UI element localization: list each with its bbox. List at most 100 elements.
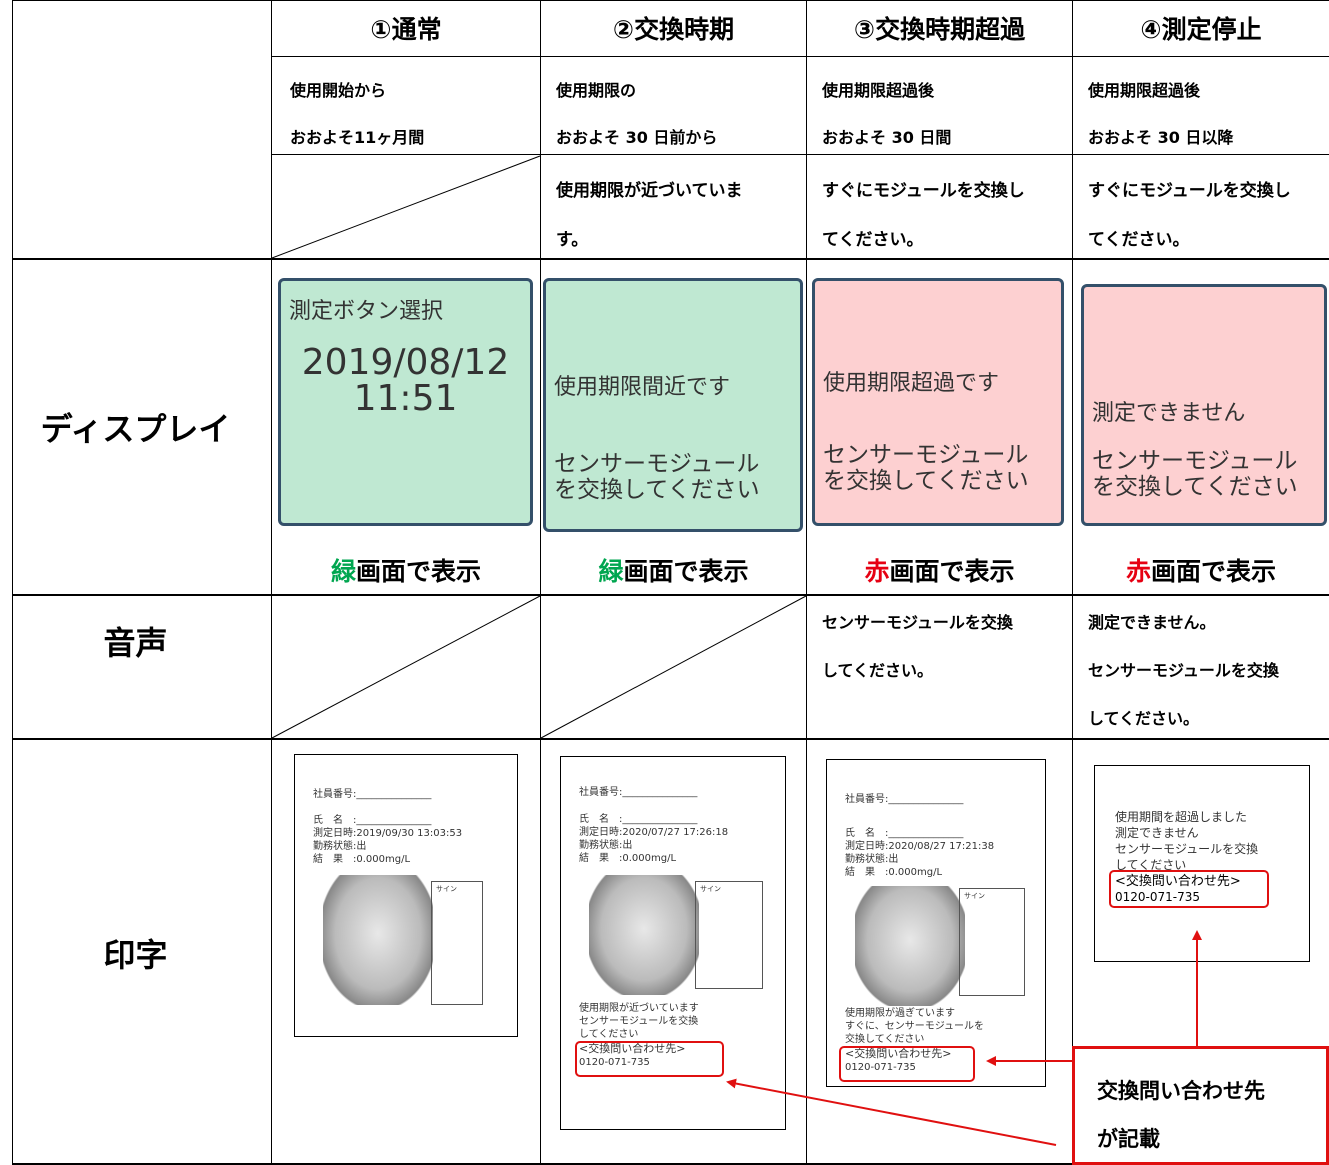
slip-status: 勤務状態:出: [579, 840, 633, 851]
slip-msg2: 測定できません: [1115, 826, 1199, 840]
grid-line-col1: [271, 0, 272, 1165]
message-4-line2: てください。: [1088, 230, 1190, 250]
screen-line2: センサーモジュール: [823, 442, 1029, 468]
message-2-line2: す。: [556, 230, 589, 250]
grid-line-period-bottom: [272, 154, 1329, 155]
slip-msg1: 使用期間を超過しました: [1115, 810, 1248, 824]
face-photo: [855, 886, 965, 1006]
slip-name: 氏 名 :_______________: [579, 814, 698, 825]
screen-title: 測定ボタン選択: [289, 299, 444, 324]
callout-line1: 交換問い合わせ先: [1097, 1079, 1265, 1103]
slip-msg2: すぐに、センサーモジュールを: [845, 1021, 984, 1032]
period-2-line2: おおよそ 30 日前から: [556, 128, 718, 147]
grid-line-row2: [12, 594, 1329, 596]
period-2-line1: 使用期限の: [556, 81, 637, 100]
contact-highlight-box: [839, 1046, 975, 1082]
slip-phone: 0120-071-735: [845, 1062, 916, 1073]
period-3-line2: おおよそ 30 日間: [822, 128, 952, 147]
slip-sign-box: サイン: [695, 881, 763, 989]
screen-line3: を交換してください: [1092, 474, 1298, 500]
screen-line1: 使用期限超過です: [823, 371, 1000, 396]
row-label-display: ディスプレイ: [40, 410, 231, 448]
screen-line2: センサーモジュール: [554, 451, 760, 477]
slip-contact: <交換問い合わせ先>: [1115, 874, 1241, 889]
message-2-line1: 使用期限が近づいていま: [556, 181, 743, 201]
row-label-print: 印字: [103, 935, 168, 974]
caption-rest: 画面で表示: [356, 557, 482, 586]
caption-red-3: 赤画面で表示: [807, 550, 1072, 590]
display-screen-replace-period: 使用期限間近です センサーモジュール を交換してください: [543, 278, 803, 532]
slip-msg3: センサーモジュールを交換: [1115, 842, 1259, 856]
grid-line-row1: [12, 258, 1329, 260]
voice-3-line1: センサーモジュールを交換: [822, 613, 1013, 632]
caption-rest: 画面で表示: [1151, 557, 1277, 586]
slip-msg4: してください: [1115, 858, 1187, 872]
period-1-line1: 使用開始から: [290, 81, 387, 100]
caption-rest: 画面で表示: [889, 557, 1015, 586]
slip-result: 結 果 :0.000mg/L: [845, 867, 943, 878]
slip-msg1: 使用期限が近づいています: [579, 1003, 699, 1014]
slip-phone: 0120-071-735: [579, 1057, 650, 1068]
slip-msg3: してください: [579, 1029, 639, 1040]
header-measure-stop: ④測定停止: [1140, 15, 1262, 44]
screen-line3: を交換してください: [823, 468, 1029, 494]
grid-line-col2: [540, 0, 541, 1165]
print-slip-replace-period: 社員番号:_______________ 氏 名 :______________…: [560, 756, 786, 1130]
slip-msg1: 使用期限が過ぎています: [845, 1008, 955, 1019]
slip-msg3: 交換してください: [845, 1034, 925, 1045]
header-replace-period: ②交換時期: [612, 15, 735, 44]
slip-result: 結 果 :0.000mg/L: [313, 854, 411, 865]
grid-line-col3: [806, 0, 807, 1165]
row-label-voice: 音声: [103, 624, 168, 662]
screen-line3: を交換してください: [554, 477, 760, 503]
caption-color-word: 緑: [598, 557, 624, 586]
voice-4-line1: 測定できません。: [1088, 613, 1216, 632]
slip-phone: 0120-071-735: [1115, 890, 1201, 904]
grid-line-top: [12, 0, 1329, 1]
period-1-line2: おおよそ11ヶ月間: [290, 128, 425, 147]
display-screen-measure-stop: 測定できません センサーモジュール を交換してください: [1081, 284, 1327, 526]
message-3-line1: すぐにモジュールを交換し: [822, 181, 1025, 201]
slip-msg2: センサーモジュールを交換: [579, 1016, 699, 1027]
voice-4-line3: してください。: [1088, 709, 1200, 728]
grid-line-col4: [1072, 0, 1073, 1165]
slip-datetime: 測定日時:2020/08/27 17:21:38: [845, 841, 995, 852]
slip-employee-no: 社員番号:_______________: [579, 787, 698, 798]
display-screen-replace-exceeded: 使用期限超過です センサーモジュール を交換してください: [812, 278, 1064, 526]
screen-line1: 使用期限間近です: [554, 375, 731, 400]
message-3-line2: てください。: [822, 230, 924, 250]
contact-highlight-box: [1109, 870, 1269, 908]
face-photo: [589, 875, 699, 995]
face-photo: [323, 875, 433, 1005]
slip-contact: <交換問い合わせ先>: [845, 1047, 952, 1060]
contact-highlight-box: [575, 1041, 724, 1077]
slip-name: 氏 名 :_______________: [845, 828, 964, 839]
screen-line1: 測定できません: [1092, 401, 1246, 426]
period-4-line1: 使用期限超過後: [1088, 81, 1201, 100]
voice-3-line2: してください。: [822, 661, 934, 680]
slip-employee-no: 社員番号:_______________: [845, 794, 964, 805]
print-slip-normal: 社員番号:_______________ 氏 名 :______________…: [294, 754, 518, 1037]
slip-contact: <交換問い合わせ先>: [579, 1042, 686, 1055]
grid-line-left: [12, 0, 13, 1165]
header-replace-exceeded: ③交換時期超過: [853, 15, 1026, 44]
caption-red-4: 赤画面で表示: [1073, 550, 1329, 590]
slip-sign-box: サイン: [431, 881, 483, 1005]
grid-line-row3: [12, 738, 1329, 740]
contact-callout-box: 交換問い合わせ先 が記載: [1072, 1046, 1329, 1165]
period-3-line1: 使用期限超過後: [822, 81, 935, 100]
caption-rest: 画面で表示: [623, 557, 749, 586]
caption-green-1: 緑画面で表示: [272, 550, 540, 590]
slip-status: 勤務状態:出: [313, 841, 367, 852]
callout-line2: が記載: [1097, 1127, 1160, 1151]
slip-status: 勤務状態:出: [845, 854, 899, 865]
screen-time: 11:51: [353, 378, 458, 419]
caption-green-2: 緑画面で表示: [541, 550, 806, 590]
caption-color-word: 赤: [864, 557, 890, 586]
header-normal: ①通常: [370, 15, 442, 44]
slip-datetime: 測定日時:2019/09/30 13:03:53: [313, 828, 463, 839]
caption-color-word: 赤: [1125, 557, 1151, 586]
slip-result: 結 果 :0.000mg/L: [579, 853, 677, 864]
